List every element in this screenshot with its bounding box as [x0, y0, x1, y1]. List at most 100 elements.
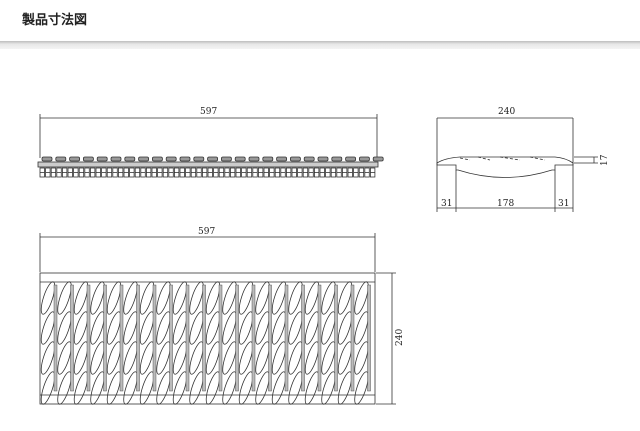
drawing-line [139, 371, 155, 405]
drawing-line [334, 284, 338, 392]
drawing-line [205, 341, 221, 375]
drawing-line [218, 284, 223, 392]
drawing-line [321, 371, 336, 405]
drawing-line [156, 371, 171, 405]
drawing-line [321, 311, 336, 345]
right-flange-label: 31 [558, 199, 569, 209]
drawing-line [156, 281, 171, 315]
drawing-line [69, 156, 80, 162]
drawing-line [354, 281, 369, 315]
drawing-line [40, 281, 56, 315]
drawing-line [172, 341, 188, 375]
plan-width-label: 240 [395, 329, 405, 346]
drawing-line [238, 371, 254, 405]
drawing-line [354, 341, 369, 375]
drawing-line [317, 156, 329, 162]
left-flange-label: 31 [441, 199, 452, 209]
drawing-line [123, 341, 138, 375]
drawing-line [337, 281, 353, 315]
inner-width-label: 178 [497, 199, 514, 209]
side-view: 240 31 178 31 17 [436, 107, 610, 212]
drawing-line [96, 156, 108, 162]
drawing-line [238, 281, 254, 315]
drawing-line [345, 156, 357, 162]
drawing-line [189, 281, 204, 315]
drawing-line [106, 311, 122, 345]
drawing-line [354, 311, 369, 345]
drawing-line [205, 311, 221, 345]
drawing-line [222, 281, 237, 315]
drawing-line [284, 284, 289, 392]
drawing-line [304, 281, 320, 315]
drawing-line [106, 341, 122, 375]
drawing-line [40, 371, 56, 405]
drawing-line [139, 281, 155, 315]
drawing-line [321, 281, 336, 315]
drawing-line [205, 281, 221, 315]
plan-view: 597 240 [39, 227, 405, 405]
drawing-line [251, 284, 256, 392]
drawing-line [124, 156, 136, 162]
drawing-line [303, 156, 315, 162]
drawing-line [350, 284, 355, 392]
front-length-label: 597 [200, 107, 217, 117]
drawing-line [57, 371, 72, 405]
drawing-line [238, 341, 254, 375]
drawing-line [57, 311, 72, 345]
drawing-line [276, 156, 288, 162]
drawing-line [301, 284, 305, 392]
page-title: 製品寸法図 [22, 13, 88, 28]
drawing-line [90, 281, 105, 315]
drawing-line [288, 281, 303, 315]
drawing-line [169, 284, 173, 392]
drawing-line [222, 371, 237, 405]
drawing-line [119, 284, 124, 392]
drawing-line [55, 156, 67, 162]
drawing-line [248, 156, 260, 162]
drawing-line [57, 341, 72, 375]
drawing-line [165, 156, 177, 162]
drawing-line [73, 341, 89, 375]
drawing-line [262, 156, 274, 162]
drawing-line [185, 284, 190, 392]
drawing-line [139, 311, 155, 345]
drawing-line [288, 371, 303, 405]
drawing-line [235, 284, 239, 392]
drawing-line [337, 371, 353, 405]
drawing-line [90, 311, 105, 345]
drawing-line [304, 341, 320, 375]
drawing-line [189, 341, 204, 375]
drawing-line [358, 156, 370, 162]
drawing-line [205, 371, 221, 405]
drawing-line [193, 156, 205, 162]
drawing-line [156, 311, 171, 345]
drawing-line [255, 281, 270, 315]
drawing-line [271, 341, 287, 375]
drawing-line [304, 311, 320, 345]
front-view: 597 [37, 107, 384, 178]
drawing-line [123, 281, 138, 315]
drawing-line [255, 371, 270, 405]
drawing-line [271, 311, 287, 345]
drawing-line [238, 311, 254, 345]
drawing-line [106, 371, 122, 405]
drawing-line [57, 281, 72, 315]
plan-length-label: 597 [198, 227, 215, 237]
drawing-line [321, 341, 336, 375]
drawing-line [255, 341, 270, 375]
drawing-line [189, 311, 204, 345]
drawing-line [151, 156, 163, 162]
drawing-line [152, 284, 157, 392]
drawing-line [288, 311, 303, 345]
drawing-line [304, 371, 320, 405]
drawing-line [73, 311, 89, 345]
drawing-line [222, 341, 237, 375]
drawing-line [83, 156, 94, 162]
drawing-line [234, 156, 246, 162]
drawing-line [202, 284, 206, 392]
drawing-line [172, 311, 188, 345]
drawing-line [156, 341, 171, 375]
drawing-line [220, 156, 232, 162]
drawing-line [138, 156, 150, 162]
